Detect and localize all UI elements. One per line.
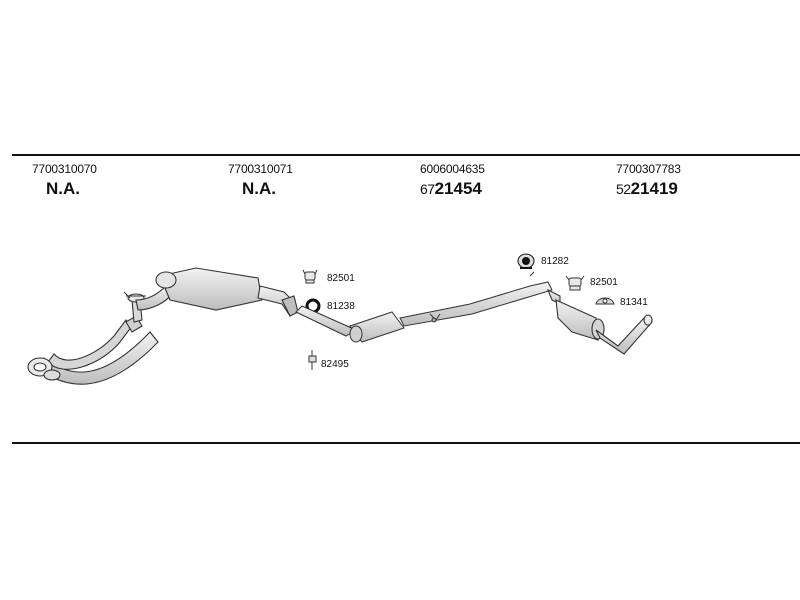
part-prefix: 67 [420, 181, 435, 197]
oem-number: 7700310071 [228, 162, 293, 176]
top-divider [12, 154, 800, 156]
clamp-label: 82501 [327, 273, 355, 284]
hook-icon [529, 271, 535, 277]
bracket-pin-label: 82495 [321, 359, 349, 370]
part-number: 6721454 [420, 179, 485, 199]
part-number: N.A. [46, 179, 97, 199]
ring-seal-label: 81238 [327, 301, 355, 312]
part-main-number: 21419 [630, 179, 678, 198]
oem-number: 6006004635 [420, 162, 485, 176]
part-main-number: N.A. [46, 179, 80, 198]
clamp-icon [565, 275, 585, 291]
clamp-label: 82501 [590, 277, 618, 288]
part-main-number: N.A. [242, 179, 276, 198]
clamp-icon [302, 269, 318, 284]
hanger-icon [595, 297, 615, 305]
part-prefix: 52 [616, 181, 631, 197]
bracket-pin-icon [308, 350, 317, 370]
bottom-divider [12, 442, 800, 444]
column-middle-silencer: 6006004635 6721454 [420, 162, 485, 199]
column-rear-silencer: 7700307783 5221419 [616, 162, 681, 199]
part-number: 5221419 [616, 179, 681, 199]
column-front-pipe: 7700310070 N.A. [32, 162, 97, 199]
rubber-mount-label: 81282 [541, 256, 569, 267]
oem-number: 7700310070 [32, 162, 97, 176]
middle-section [295, 281, 553, 343]
catalyst-silencer [135, 267, 299, 317]
oem-number: 7700307783 [616, 162, 681, 176]
front-pipe [27, 291, 159, 385]
rear-silencer [546, 288, 653, 355]
column-catalyst: 7700310071 N.A. [228, 162, 293, 199]
rubber-mount-icon [517, 253, 535, 269]
part-number: N.A. [242, 179, 293, 199]
hanger-label: 81341 [620, 297, 648, 308]
part-main-number: 21454 [434, 179, 482, 198]
